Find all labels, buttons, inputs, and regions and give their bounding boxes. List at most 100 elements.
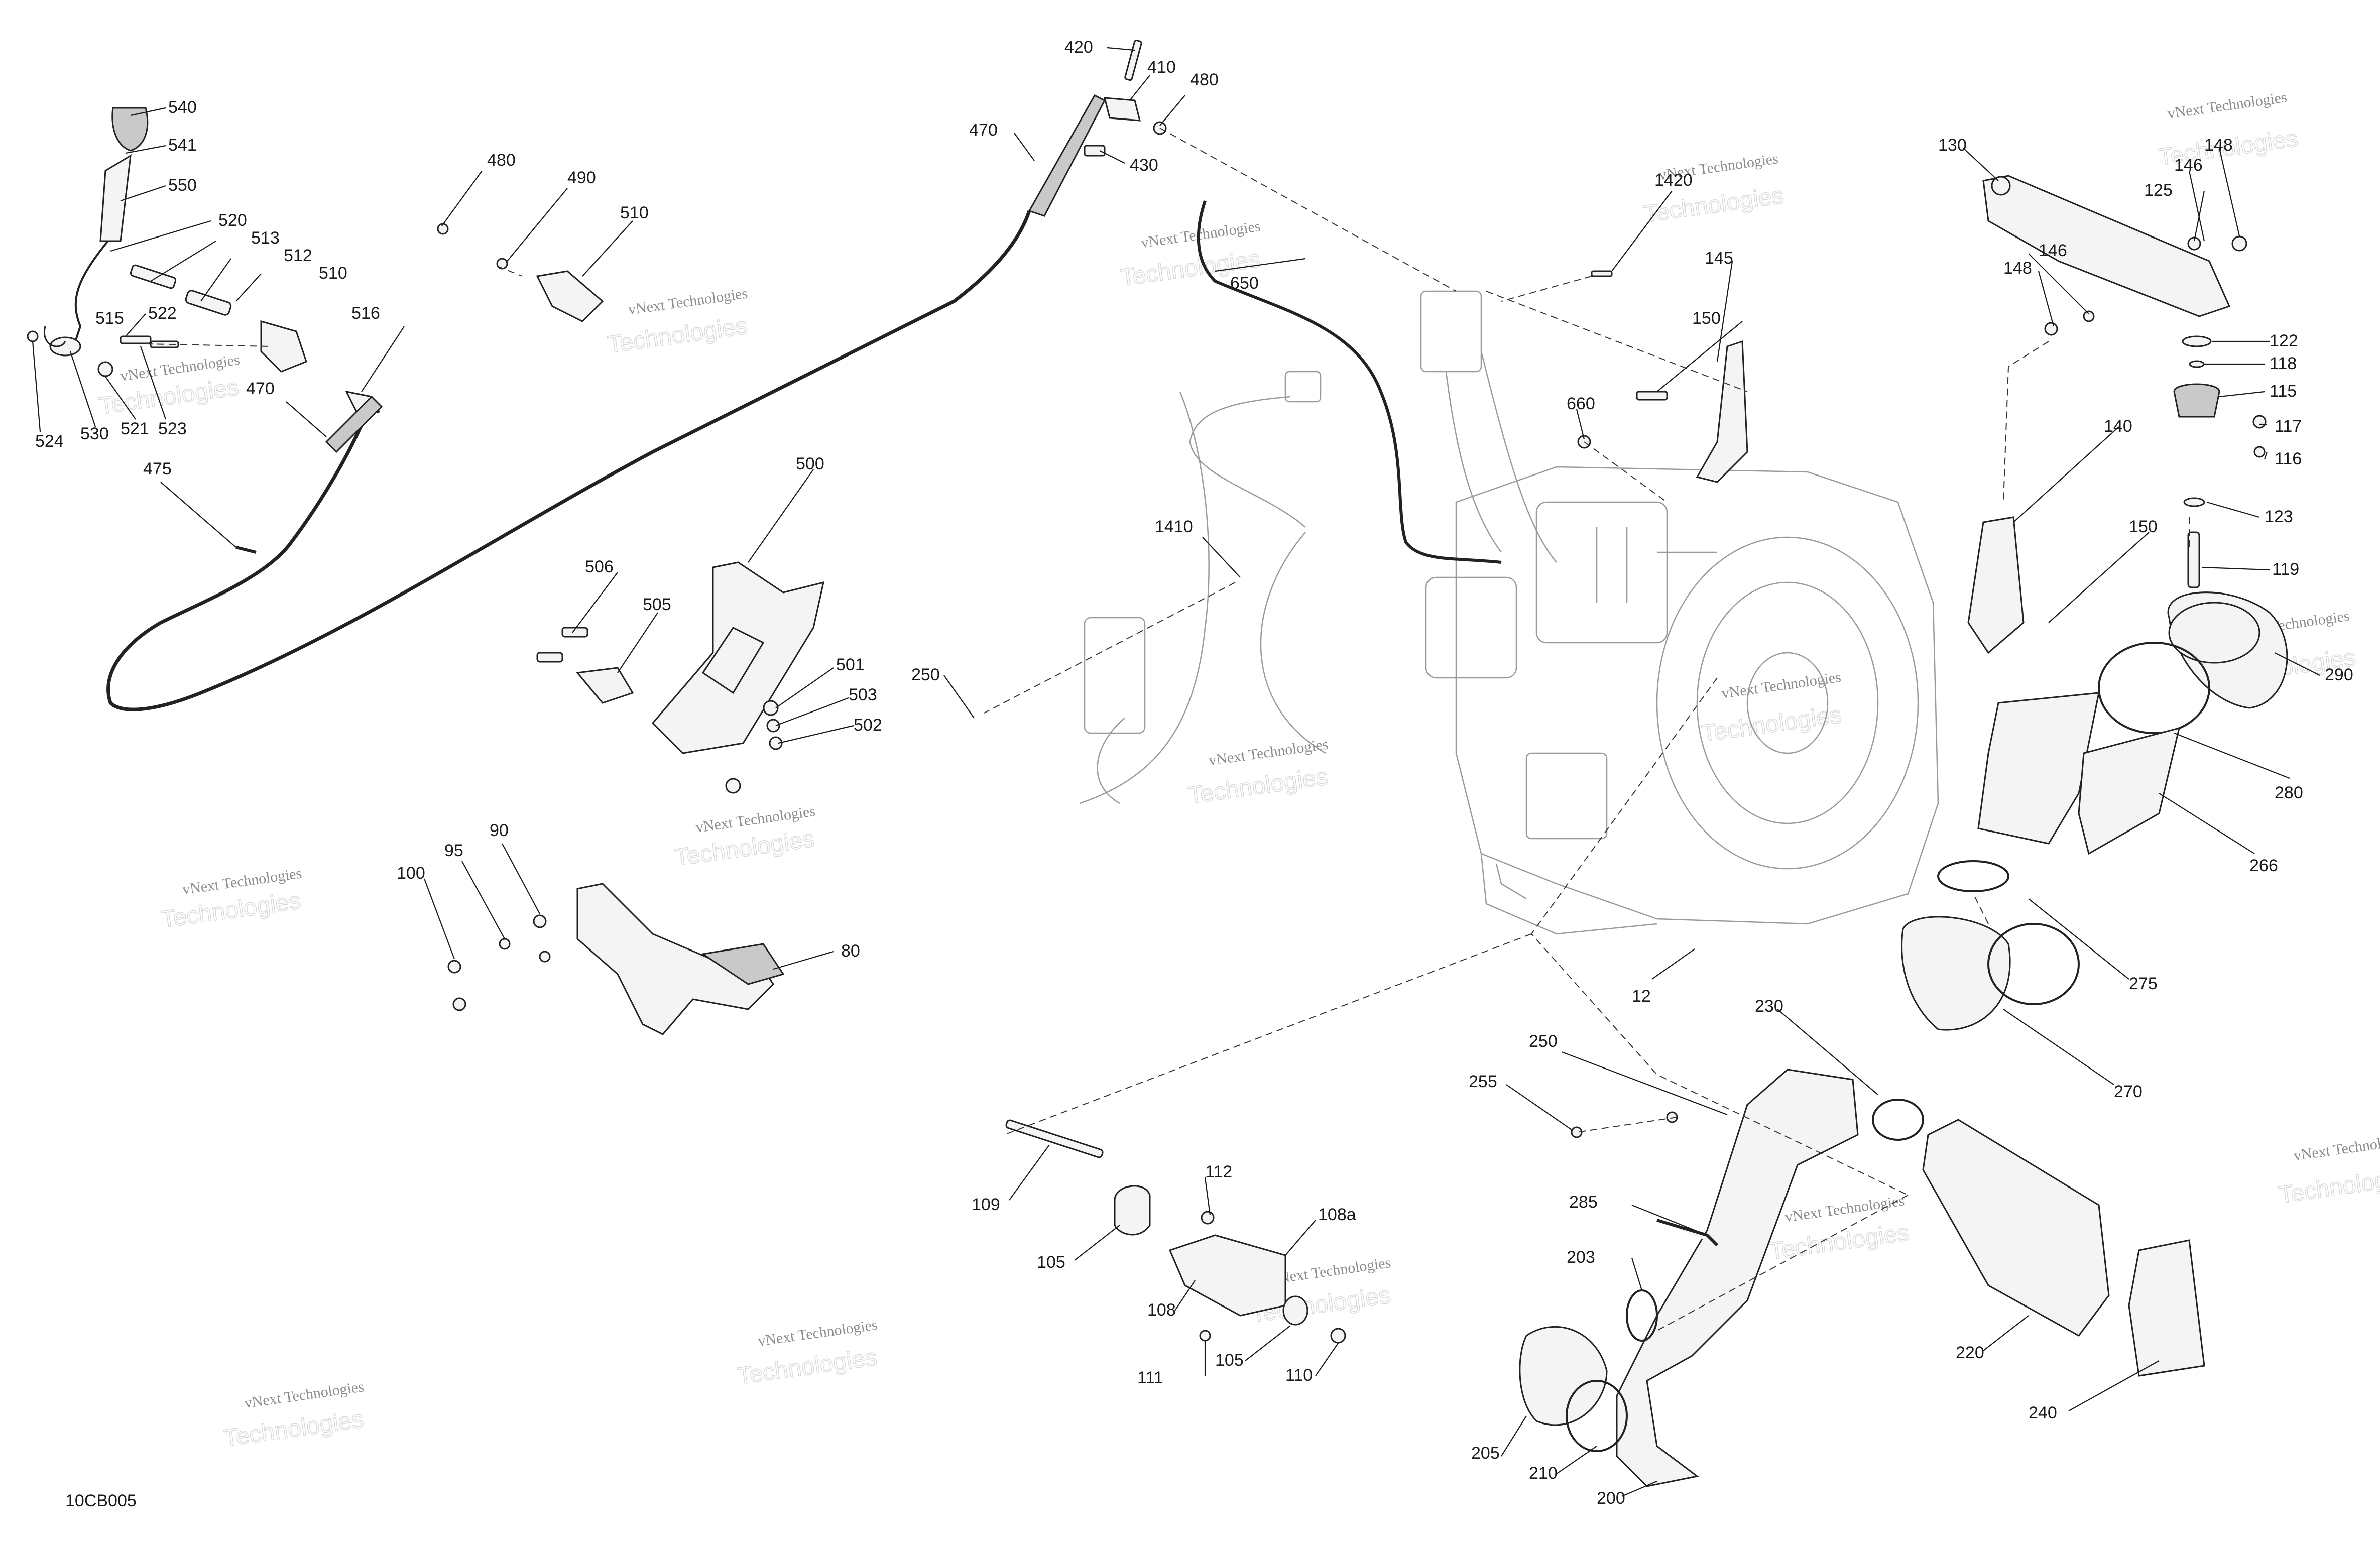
callout-label: 1420 — [1654, 171, 1693, 190]
callout-label: 280 — [2275, 783, 2303, 802]
callout-label: 119 — [2272, 560, 2299, 579]
callout-label: 130 — [1938, 136, 1967, 155]
callout-label: 220 — [1956, 1343, 1984, 1362]
callout-label: 510 — [620, 203, 649, 222]
callout-label: 109 — [972, 1195, 1000, 1214]
callout-label: 516 — [351, 304, 380, 323]
watermark: vNext Technologies — [627, 285, 749, 318]
accelerator-pedal — [447, 883, 785, 1035]
callout-label: 420 — [1064, 38, 1093, 57]
watermark: Technologies — [160, 887, 303, 933]
callout-label: 117 — [2275, 417, 2302, 436]
callout-label: 150 — [1692, 309, 1721, 328]
callout-label: 148 — [2204, 136, 2233, 155]
watermark: Technologies — [97, 374, 241, 420]
callout-label: 410 — [1147, 58, 1176, 77]
watermark: vNext Technologies — [1270, 1254, 1392, 1287]
callout-label: 510 — [319, 264, 347, 283]
callout-label: 118 — [2270, 354, 2297, 373]
callout-label: 515 — [95, 309, 124, 328]
callout-label: 140 — [2104, 417, 2132, 436]
callout-label: 205 — [1471, 1444, 1500, 1463]
shift-boot — [99, 154, 132, 242]
callout-label: 145 — [1705, 249, 1733, 268]
callout-label: 550 — [168, 176, 197, 195]
watermark: vNext Technologies — [1721, 669, 1842, 702]
callout-label: 80 — [841, 941, 860, 961]
callout-label: 513 — [251, 228, 280, 248]
callout-label: 148 — [2003, 259, 2032, 278]
watermark: Technologies — [222, 1406, 366, 1452]
watermark: vNext Technologies — [2293, 1131, 2380, 1164]
callout-label: 200 — [1597, 1489, 1625, 1508]
callout-label: 116 — [2275, 449, 2302, 468]
callout-label: 660 — [1567, 394, 1595, 413]
callout-label: 146 — [2174, 156, 2203, 175]
callout-label: 1410 — [1155, 517, 1193, 536]
callout-label: 105 — [1215, 1351, 1244, 1370]
callout-label: 240 — [2029, 1403, 2057, 1422]
callout-label: 110 — [1285, 1366, 1313, 1385]
callout-label: 250 — [1529, 1032, 1558, 1051]
watermark: vNext Technologies — [244, 1378, 365, 1411]
callout-label: 95 — [444, 841, 463, 860]
callout-label: 230 — [1755, 997, 1783, 1016]
callout-label: 512 — [284, 246, 312, 265]
callout-label: 125 — [2144, 181, 2173, 200]
callout-label: 203 — [1567, 1248, 1595, 1267]
watermark: Technologies — [1768, 1219, 1911, 1265]
callout-label: 90 — [490, 821, 509, 840]
callout-label: 524 — [35, 432, 64, 451]
watermark: vNext Technologies — [757, 1317, 878, 1350]
callout-label: 470 — [969, 121, 998, 140]
callout-label: 503 — [849, 685, 877, 704]
callout-label: 108a — [1318, 1205, 1356, 1224]
callout-label: 108 — [1147, 1300, 1176, 1320]
diagram-reference-code: 10CB005 — [65, 1491, 137, 1510]
callout-label: 541 — [168, 136, 197, 155]
callout-label: 250 — [911, 665, 940, 684]
watermark: vNext Technologies — [2166, 89, 2288, 122]
callout-label: 270 — [2114, 1082, 2143, 1101]
callout-label: 520 — [218, 211, 247, 230]
leader-lines — [32, 47, 2320, 1497]
watermark: Technologies — [1700, 701, 1843, 747]
callout-label: 470 — [246, 379, 275, 398]
engine-assembly — [1079, 200, 1939, 935]
watermark: vNext Technologies — [1208, 736, 1329, 769]
callout-label: 290 — [2325, 665, 2353, 684]
callout-label: 523 — [158, 419, 187, 438]
callout-label: 146 — [2039, 241, 2067, 260]
callout-label: 122 — [2270, 331, 2298, 350]
callout-label: 266 — [2249, 856, 2278, 875]
watermark: Technologies — [736, 1344, 879, 1389]
watermark: vNext Technologies — [1784, 1192, 1906, 1225]
callout-label: 285 — [1569, 1193, 1598, 1212]
callout-label: 530 — [80, 424, 109, 443]
callout-label: 255 — [1469, 1072, 1497, 1091]
callout-label: 475 — [143, 459, 172, 479]
callout-label: 430 — [1130, 156, 1158, 175]
cvt-duct-assembly — [1901, 591, 2288, 1031]
callout-label: 490 — [567, 168, 596, 187]
callout-label: 650 — [1230, 274, 1259, 293]
callout-label: 115 — [2270, 382, 2297, 401]
air-intake-assembly — [1519, 1069, 2205, 1487]
callout-label: 100 — [397, 864, 425, 883]
shifter-bracket — [536, 561, 824, 794]
watermark: Technologies — [2277, 1163, 2380, 1209]
callout-label: 501 — [836, 655, 865, 674]
shifter-assembly — [27, 39, 1167, 711]
callout-label: 521 — [121, 419, 149, 438]
callout-label: 210 — [1529, 1464, 1558, 1483]
shift-knob — [111, 107, 149, 152]
callout-label: 505 — [643, 595, 671, 614]
callout-labels: 540 541 550 520 513 512 510 522 515 524 … — [35, 38, 2353, 1508]
callout-label: 502 — [854, 716, 882, 735]
callout-label: 112 — [1205, 1162, 1232, 1181]
callout-label: 123 — [2265, 507, 2293, 526]
callout-label: 480 — [1190, 70, 1219, 89]
callout-label: 506 — [585, 557, 614, 576]
throttle-body-assembly — [1005, 1119, 1346, 1344]
